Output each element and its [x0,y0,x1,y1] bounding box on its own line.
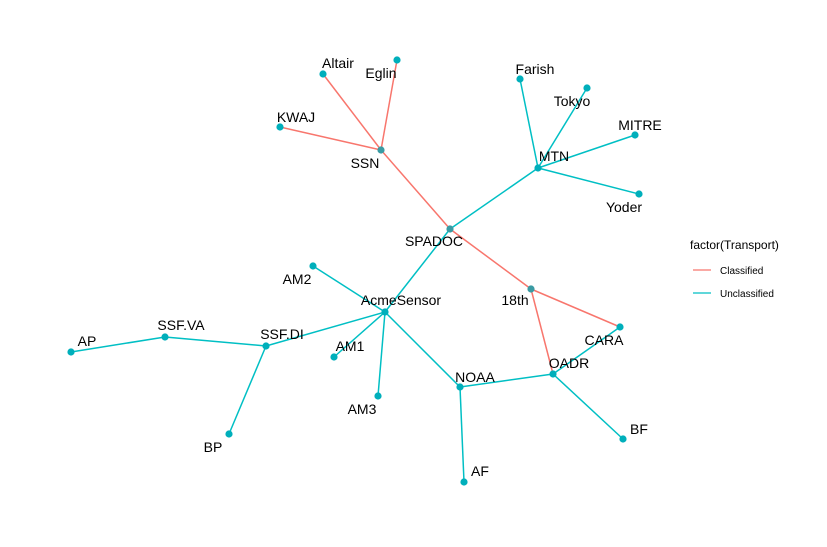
legend: factor(Transport) Classified Unclassifie… [690,238,779,300]
node-OADR[interactable] [549,370,557,378]
node-label-OADR: OADR [549,355,589,371]
node-SSN[interactable] [377,146,385,154]
edge-AcmeSensor-NOAA [384,311,461,388]
node-MITRE[interactable] [631,131,639,139]
edge-SPADOC-SSN [380,149,451,230]
node-label-CARA: CARA [585,332,625,348]
node-AM3[interactable] [374,392,382,400]
edge-SSF.DI-BP [228,345,267,435]
node-MTN[interactable] [534,164,542,172]
edge-AcmeSensor-SSF.DI [265,311,386,347]
legend-label-unclassified: Unclassified [720,289,774,300]
nodes-layer [67,56,643,486]
edge-18th-CARA [530,288,621,328]
edge-SPADOC-18th [449,228,532,290]
node-Altair[interactable] [319,70,327,78]
node-label-SSF.DI: SSF.DI [260,326,304,342]
node-label-Farish: Farish [516,61,555,77]
node-Yoder[interactable] [635,190,643,198]
node-CARA[interactable] [616,323,624,331]
node-label-SSN: SSN [351,155,380,171]
node-label-AF: AF [471,463,489,479]
edge-SPADOC-AcmeSensor [384,228,451,313]
edge-AcmeSensor-AM3 [377,311,386,397]
node-AM2[interactable] [309,262,317,270]
node-label-AM1: AM1 [336,338,365,354]
edge-AcmeSensor-AM1 [333,311,386,358]
legend-title: factor(Transport) [690,238,779,252]
node-label-SPADOC: SPADOC [405,233,463,249]
node-label-MTN: MTN [539,148,569,164]
node-SPADOC[interactable] [446,225,454,233]
node-label-Yoder: Yoder [606,199,642,215]
node-BF[interactable] [619,435,627,443]
node-label-Eglin: Eglin [365,65,396,81]
node-AF[interactable] [460,478,468,486]
node-label-AM2: AM2 [283,271,312,287]
node-label-Altair: Altair [322,55,354,71]
node-KWAJ[interactable] [276,123,284,131]
node-Tokyo[interactable] [583,84,591,92]
edge-MTN-Yoder [537,167,640,195]
edge-SSF.VA-AP [70,336,166,353]
edge-SSN-Altair [322,73,382,151]
edge-NOAA-AF [459,386,465,483]
node-label-BP: BP [204,439,223,455]
node-label-AM3: AM3 [348,401,377,417]
node-AP[interactable] [67,348,75,356]
edge-AcmeSensor-AM2 [312,265,386,313]
edge-SSN-KWAJ [279,126,382,151]
edge-NOAA-OADR [459,373,554,388]
node-label-SSF.VA: SSF.VA [157,317,205,333]
node-BP[interactable] [225,430,233,438]
node-Farish[interactable] [516,75,524,83]
node-AcmeSensor[interactable] [381,308,389,316]
node-SSF.VA[interactable] [161,333,169,341]
edge-MTN-MITRE [537,134,636,169]
edge-MTN-Farish [519,78,539,169]
node-SSF.DI[interactable] [262,342,270,350]
node-label-KWAJ: KWAJ [277,109,315,125]
edge-OADR-BF [552,373,624,440]
edge-OADR-CARA [552,326,621,375]
node-label-AcmeSensor: AcmeSensor [361,292,441,308]
node-label-BF: BF [630,421,648,437]
edge-18th-OADR [530,288,554,375]
edge-SPADOC-MTN [449,167,539,230]
node-18th[interactable] [527,285,535,293]
legend-label-classified: Classified [720,266,763,277]
node-label-MITRE: MITRE [618,117,662,133]
node-Eglin[interactable] [393,56,401,64]
node-label-NOAA: NOAA [455,369,495,385]
node-label-Tokyo: Tokyo [554,93,591,109]
node-NOAA[interactable] [456,383,464,391]
edge-MTN-Tokyo [537,87,588,169]
edge-SSF.DI-SSF.VA [164,336,267,347]
node-AM1[interactable] [330,353,338,361]
node-label-AP: AP [78,333,97,349]
node-label-18th: 18th [501,292,528,308]
edges-layer [70,59,640,483]
edge-SSN-Eglin [380,59,398,151]
